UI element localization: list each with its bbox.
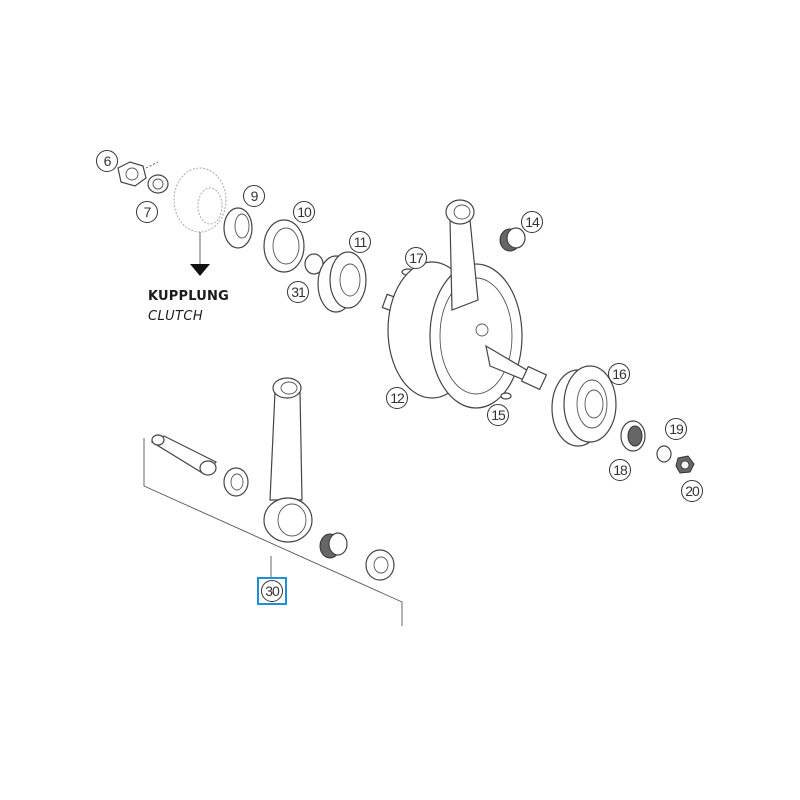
ball-bearing-16-part bbox=[551, 365, 617, 447]
washer-part bbox=[147, 174, 169, 194]
crankshaft-part bbox=[381, 199, 548, 409]
callout-6[interactable]: 6 bbox=[96, 150, 118, 172]
callout-19[interactable]: 19 bbox=[665, 418, 687, 440]
callout-7[interactable]: 7 bbox=[136, 201, 158, 223]
callout-11[interactable]: 11 bbox=[349, 231, 371, 253]
seal-10-part bbox=[263, 219, 305, 273]
callout-20[interactable]: 20 bbox=[681, 480, 703, 502]
needle-bearing-14-part bbox=[499, 227, 526, 252]
conrod-kit-part bbox=[143, 377, 403, 626]
bearing-11-part bbox=[317, 251, 367, 313]
callout-30-highlight[interactable]: 30 bbox=[257, 577, 287, 605]
clutch-gear-part bbox=[173, 167, 227, 276]
clutch-label: CLUTCH bbox=[148, 309, 204, 324]
callout-9[interactable]: 9 bbox=[243, 185, 265, 207]
key-15-part bbox=[500, 392, 512, 400]
callout-18[interactable]: 18 bbox=[609, 459, 631, 481]
callout-15[interactable]: 15 bbox=[487, 404, 509, 426]
hex-nut-part bbox=[117, 161, 159, 187]
nut-20-part bbox=[675, 455, 695, 474]
callout-10[interactable]: 10 bbox=[293, 201, 315, 223]
washer-19-part bbox=[656, 445, 672, 463]
callout-12[interactable]: 12 bbox=[386, 387, 408, 409]
callout-16[interactable]: 16 bbox=[608, 363, 630, 385]
kupplung-label: KUPPLUNG bbox=[148, 289, 229, 304]
callout-31[interactable]: 31 bbox=[287, 281, 309, 303]
callout-14[interactable]: 14 bbox=[521, 211, 543, 233]
bearing-9-part bbox=[223, 207, 253, 249]
seal-18-part bbox=[620, 420, 646, 452]
callout-30[interactable]: 30 bbox=[261, 580, 283, 602]
callout-17[interactable]: 17 bbox=[405, 247, 427, 269]
